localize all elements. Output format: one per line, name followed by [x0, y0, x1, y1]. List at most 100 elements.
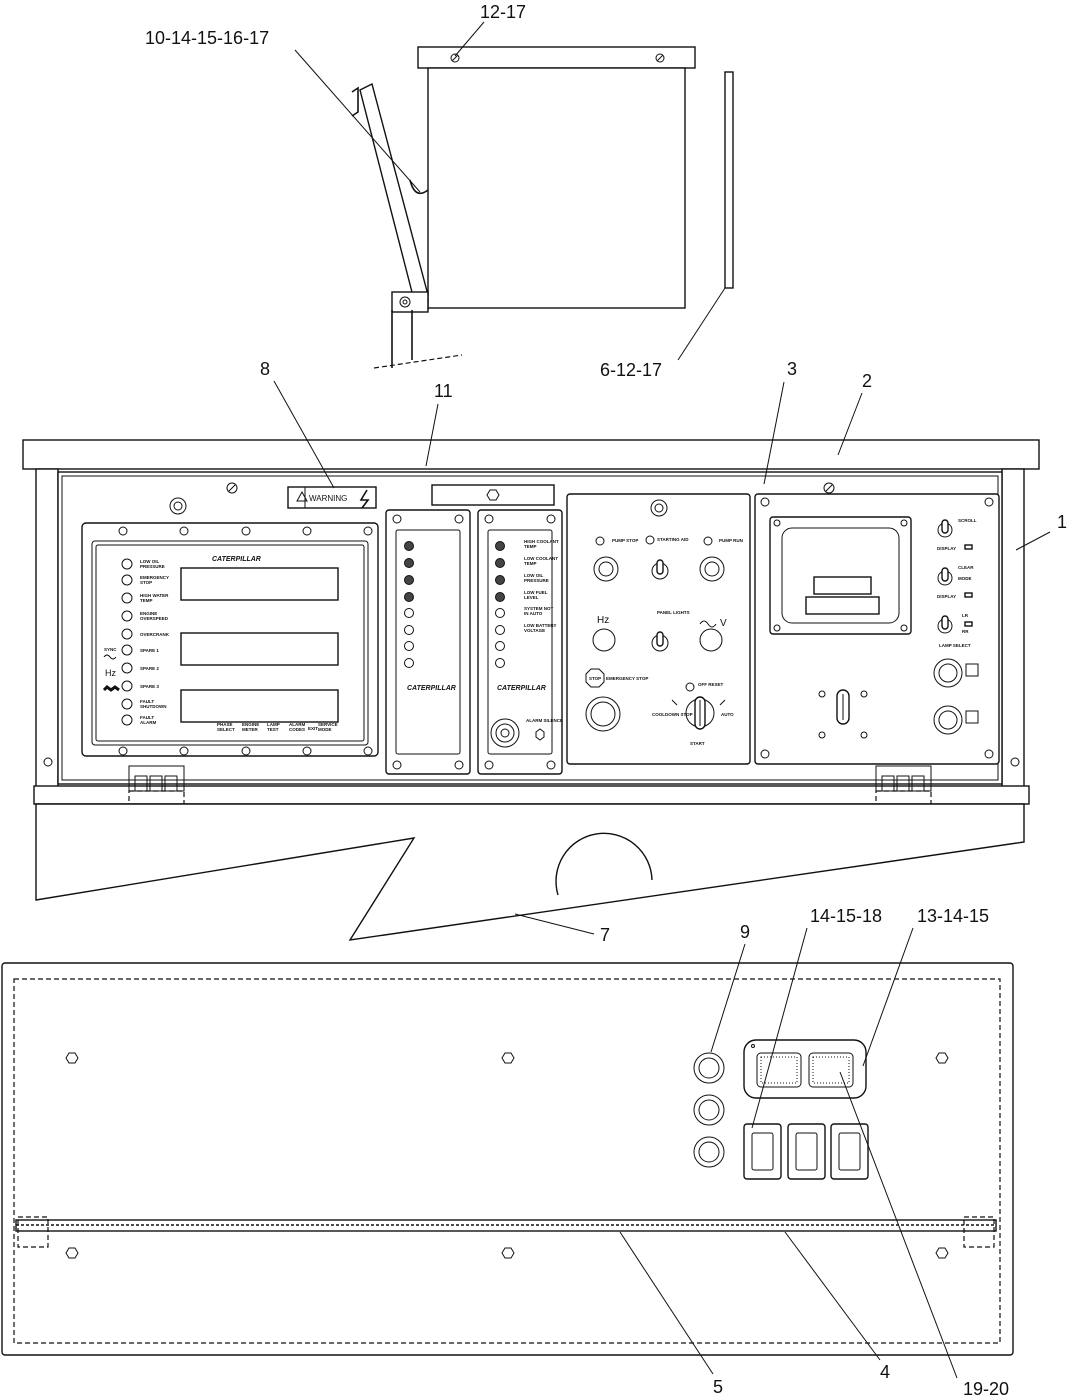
- led: [495, 592, 505, 602]
- led: [404, 575, 414, 585]
- sync-label: SYNC: [104, 647, 117, 652]
- brand-logo-ann2: CATERPILLAR: [497, 685, 546, 692]
- top-side-view: [351, 46, 734, 369]
- led: [404, 625, 414, 635]
- callout-10-14-15-16-17: 10-14-15-16-17: [145, 28, 269, 48]
- display-window-3: [180, 689, 339, 723]
- led: [495, 658, 505, 668]
- clear-label: CLEAR: [958, 565, 974, 570]
- display-label-1: DISPLAY: [937, 546, 956, 551]
- callout-8: 8: [260, 359, 270, 379]
- volt-adjust-knob[interactable]: [699, 628, 723, 652]
- callout-6-12-17: 6-12-17: [600, 360, 662, 380]
- callout-12-17: 12-17: [480, 2, 526, 22]
- led: [404, 592, 414, 602]
- callout-14-15-18: 14-15-18: [810, 906, 882, 926]
- indicator-lamp: [121, 628, 133, 640]
- alarm-silence-label: ALARM SILENCE: [526, 718, 563, 723]
- pump-stop-label: PUMP STOP: [612, 538, 638, 543]
- lr-label: LR: [962, 613, 969, 618]
- brand-logo-left: CATERPILLAR: [212, 556, 261, 563]
- callout-3: 3: [787, 359, 797, 379]
- led: [495, 641, 505, 651]
- led: [404, 641, 414, 651]
- hz-adjust-label: Hz: [597, 615, 609, 626]
- alarm-horn: [490, 718, 520, 748]
- led: [495, 541, 505, 551]
- rear-panel: [724, 71, 734, 289]
- grommet-3: [693, 1136, 725, 1168]
- indicator-label: SPARE 3: [140, 684, 159, 689]
- connector-1: [743, 1123, 782, 1180]
- grommet-1: [693, 1052, 725, 1084]
- indicator-lamp: [121, 714, 133, 726]
- emergency-stop-label: EMERGENCY STOP: [606, 676, 648, 681]
- rear-view: [1, 962, 1014, 1356]
- cooldown-stop-label: COOLDOWN STOP: [652, 712, 693, 717]
- door-cutout: [555, 832, 653, 896]
- panel-top-cap: [22, 439, 1040, 470]
- display-window-1: [180, 567, 339, 601]
- mode-label: MODE: [958, 576, 972, 581]
- callout-19-20: 19-20: [963, 1379, 1009, 1399]
- annunciator-module-1: CATERPILLAR: [385, 509, 471, 775]
- indicator-label: SPARE 1: [140, 648, 159, 653]
- hz-adjust-knob[interactable]: [592, 628, 616, 652]
- panel-lights-label: PANEL LIGHTS: [657, 610, 690, 615]
- pump-run-button[interactable]: [699, 556, 725, 582]
- right-control-module: SCROLL DISPLAY CLEAR MODE DISPLAY LR RR …: [754, 482, 1000, 765]
- led: [404, 658, 414, 668]
- indicator-label: SPARE 2: [140, 666, 159, 671]
- connector-2: [787, 1123, 826, 1180]
- auto-label: AUTO: [721, 712, 734, 717]
- indicator-label: OVERCRANK: [140, 632, 170, 637]
- keypad-label: EXIT: [308, 726, 318, 731]
- callout-1: 1: [1057, 512, 1067, 532]
- pump-stop-button[interactable]: [593, 556, 619, 582]
- stop-label: STOP: [589, 676, 601, 681]
- led: [404, 608, 414, 618]
- indicator-lamp: [121, 574, 133, 586]
- led: [495, 625, 505, 635]
- hz-label: Hz: [105, 668, 116, 678]
- emergency-stop-button[interactable]: [585, 696, 621, 732]
- indicator-lamp: [121, 680, 133, 692]
- switch-panel: PUMP STOP STARTING AID PUMP RUN Hz PANEL…: [566, 493, 751, 765]
- indicator-lamp: [121, 662, 133, 674]
- warning-label: WARNING: [309, 494, 347, 503]
- callout-5: 5: [713, 1377, 723, 1397]
- led: [495, 575, 505, 585]
- led: [495, 608, 505, 618]
- warning-decal: [287, 486, 377, 509]
- brand-logo-ann1: CATERPILLAR: [407, 685, 456, 692]
- led: [495, 558, 505, 568]
- digital-display-bezel: [769, 516, 912, 635]
- indicator-lamp: [121, 610, 133, 622]
- indicator-lamp: [121, 592, 133, 604]
- led-column: [404, 541, 414, 668]
- lower-door-break-view: [35, 803, 1025, 941]
- led: [404, 541, 414, 551]
- callout-13-14-15: 13-14-15: [917, 906, 989, 926]
- display-label-2: DISPLAY: [937, 594, 956, 599]
- callout-7: 7: [600, 925, 610, 945]
- pump-run-label: PUMP RUN: [719, 538, 743, 543]
- off-reset-label: OFF RESET: [698, 682, 724, 687]
